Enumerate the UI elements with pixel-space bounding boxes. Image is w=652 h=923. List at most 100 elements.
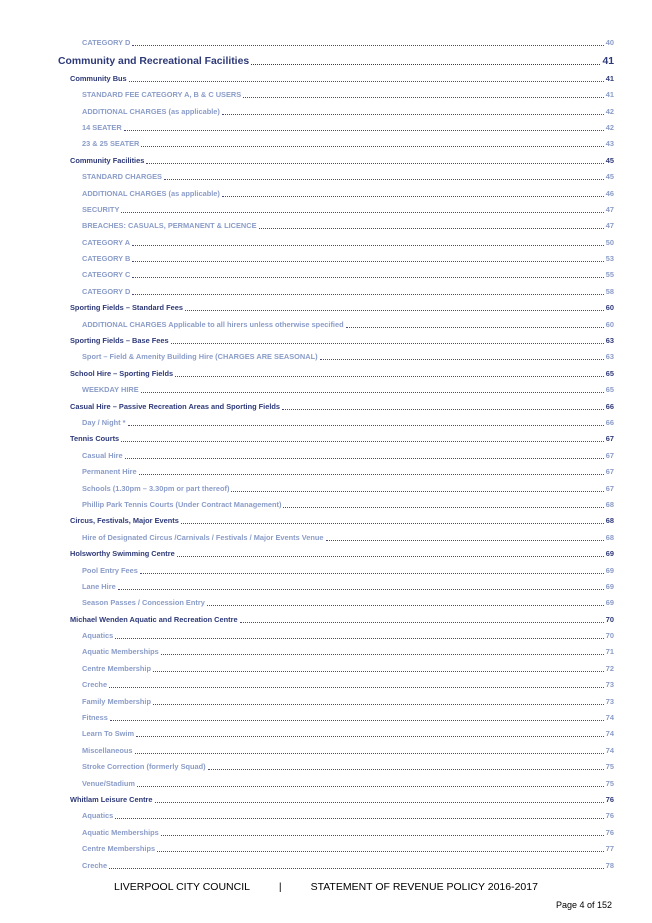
toc-dot-leader: [258, 216, 604, 230]
toc-entry-page: 73: [605, 696, 614, 706]
toc-dot-leader: [132, 265, 604, 279]
toc-entry[interactable]: Day / Night *66: [58, 413, 614, 429]
toc-dot-leader: [345, 315, 604, 328]
toc-entry[interactable]: ADDITIONAL CHARGES (as applicable)46: [58, 183, 614, 199]
toc-entry[interactable]: Michael Wenden Aquatic and Recreation Ce…: [58, 609, 614, 625]
toc-entry-page: 45: [605, 172, 614, 182]
toc-entry-page: 69: [605, 565, 614, 575]
page-footer: LIVERPOOL CITY COUNCIL | STATEMENT OF RE…: [0, 881, 652, 895]
toc-entry-title: ADDITIONAL CHARGES Applicable to all hir…: [82, 319, 344, 329]
toc-entry-page: 46: [605, 188, 614, 198]
toc-dot-leader: [231, 479, 604, 492]
toc-entry[interactable]: Phillip Park Tennis Courts (Under Contra…: [58, 495, 614, 511]
toc-entry[interactable]: Sport – Field & Amenity Building Hire (C…: [58, 347, 614, 363]
toc-entry-page: 74: [605, 729, 614, 739]
toc-entry-title: Permanent Hire: [82, 467, 137, 477]
toc-dot-leader: [132, 282, 604, 295]
footer-organization: LIVERPOOL CITY COUNCIL: [114, 881, 250, 893]
toc-dot-leader: [140, 380, 604, 394]
toc-entry-page: 74: [605, 713, 614, 723]
toc-entry[interactable]: Hire of Designated Circus /Carnivals / F…: [58, 527, 614, 543]
toc-entry-title: CATEGORY D: [82, 38, 131, 48]
toc-entry-title: Pool Entry Fees: [82, 565, 138, 575]
toc-dot-leader: [136, 724, 604, 738]
toc-dot-leader: [319, 347, 604, 361]
toc-entry-title: Michael Wenden Aquatic and Recreation Ce…: [70, 614, 238, 624]
toc-entry[interactable]: Schools (1.30pm – 3.30pm or part thereof…: [58, 478, 614, 494]
toc-entry-page: 42: [605, 122, 614, 132]
toc-entry-title: Casual Hire: [82, 450, 123, 460]
toc-dot-leader: [251, 52, 601, 66]
toc-entry-title: Centre Membership: [82, 663, 151, 673]
toc-dot-leader: [132, 249, 604, 263]
toc-dot-leader: [132, 233, 604, 246]
toc-dot-leader: [221, 184, 604, 197]
toc-entry[interactable]: ADDITIONAL CHARGES (as applicable)42: [58, 101, 614, 117]
toc-dot-leader: [134, 741, 604, 754]
toc-entry-title: STANDARD CHARGES: [82, 172, 162, 182]
toc-entry[interactable]: ADDITIONAL CHARGES Applicable to all hir…: [58, 314, 614, 330]
toc-dot-leader: [109, 675, 604, 689]
toc-entry-title: Aquatics: [82, 811, 114, 821]
toc-dot-leader: [207, 757, 604, 771]
toc-entry-title: WEEKDAY HIRE: [82, 385, 139, 395]
toc-entry[interactable]: Permanent Hire 67: [58, 462, 614, 478]
toc-dot-leader: [115, 806, 604, 820]
toc-entry-title: Sporting Fields – Standard Fees: [70, 303, 183, 313]
toc-entry[interactable]: Pool Entry Fees 69: [58, 560, 614, 576]
toc-dot-leader: [160, 642, 604, 656]
toc-entry-page: 50: [605, 237, 614, 247]
page-number: Page 4 of 152: [555, 900, 612, 910]
toc-entry-page: 55: [605, 270, 614, 280]
toc-entry-page: 66: [605, 417, 614, 427]
toc-entry[interactable]: Casual Hire – Passive Recreation Areas a…: [58, 396, 614, 412]
toc-entry-page: 78: [605, 860, 614, 870]
toc-entry[interactable]: STANDARD CHARGES 45: [58, 167, 614, 183]
toc-entry[interactable]: Stroke Correction (formerly Squad)75: [58, 757, 614, 773]
toc-dot-leader: [146, 151, 604, 164]
toc-entry-page: 66: [605, 401, 614, 411]
toc-entry-page: 67: [605, 467, 614, 477]
toc-entry-page: 53: [605, 254, 614, 264]
toc-entry-page: 70: [605, 614, 614, 624]
toc-entry-page: 71: [605, 647, 614, 657]
toc-dot-leader: [157, 839, 604, 853]
